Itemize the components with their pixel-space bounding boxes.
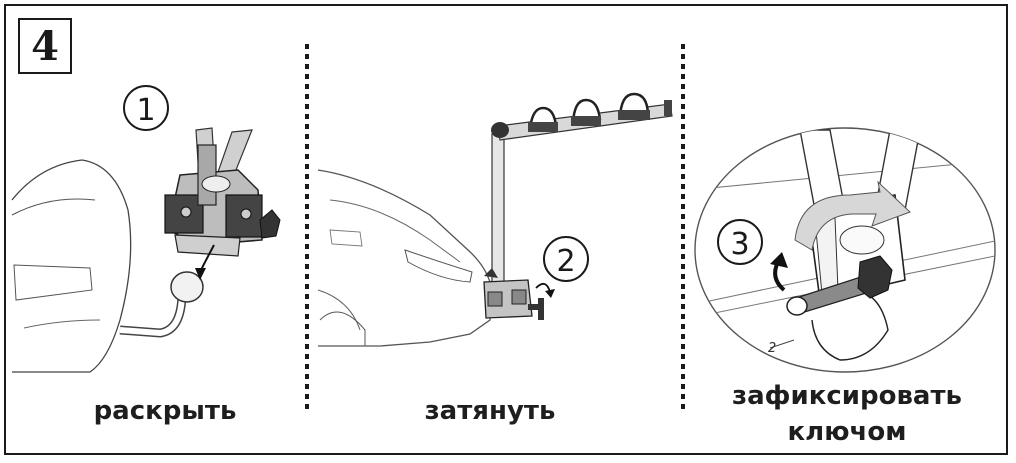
tow-ball (170, 271, 204, 303)
caption-fix-line1: зафиксировать (732, 381, 962, 411)
tighten-arrow-icon (535, 282, 551, 293)
step-circle-2 (543, 236, 589, 282)
panel-3-illustration: 2 3 (694, 127, 996, 373)
caption-tighten: затянуть (424, 396, 556, 426)
caption-open: раскрыть (93, 396, 237, 426)
step-circle-3 (717, 219, 763, 265)
panel-2-illustration: 2 (317, 92, 673, 347)
step-circle-1-label: 1 (136, 93, 155, 128)
step-circle-2-label: 2 (556, 244, 575, 279)
part-label: 2 (768, 341, 776, 356)
step-circle-1 (123, 85, 169, 131)
caption-fix-line2: ключом (787, 417, 907, 447)
panel-1-illustration: 1 (11, 85, 281, 373)
step-number-box: 4 (18, 18, 72, 74)
caption-fix: зафиксировать ключом (712, 378, 982, 450)
step-number: 4 (31, 22, 59, 70)
step-circle-3-label: 3 (730, 227, 749, 262)
instruction-frame (4, 4, 1008, 455)
